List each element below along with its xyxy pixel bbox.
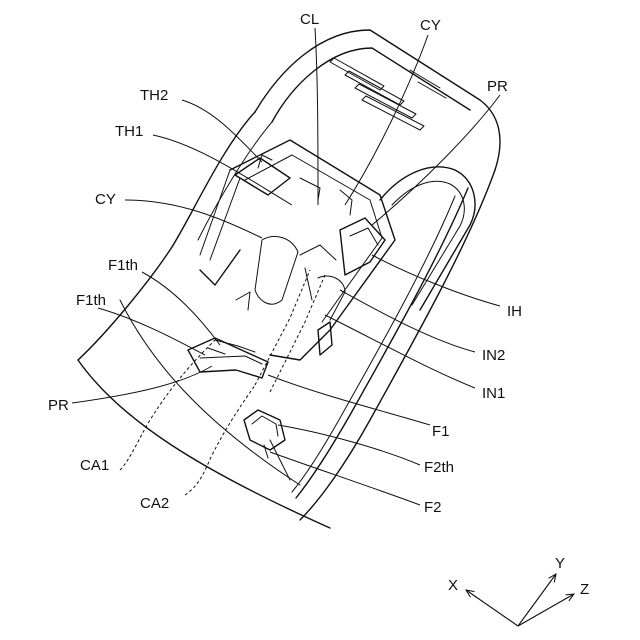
axis-z-label: Z — [580, 581, 589, 598]
device-housing — [78, 30, 500, 528]
leader-cy-top — [345, 35, 428, 205]
leader-f1th-lower — [98, 308, 205, 355]
label-ca2: CA2 — [140, 495, 169, 512]
label-th2: TH2 — [140, 87, 168, 104]
leader-f1th-upper — [142, 272, 220, 345]
label-ca1: CA1 — [80, 457, 109, 474]
label-th1: TH1 — [115, 123, 143, 140]
leader-in2 — [340, 290, 475, 352]
label-ih: IH — [507, 303, 522, 320]
label-cl: CL — [300, 11, 319, 28]
dashed-guides — [120, 270, 325, 495]
axis-x-label: X — [448, 577, 458, 594]
leader-cl — [315, 28, 318, 205]
leader-f2 — [270, 452, 420, 505]
leader-pr-left — [72, 366, 212, 403]
axis-y-label: Y — [555, 555, 565, 572]
axis-y-arrow — [518, 574, 556, 626]
leader-f2th — [278, 425, 420, 465]
label-f1: F1 — [432, 423, 450, 440]
label-f2: F2 — [424, 499, 442, 516]
label-in2: IN2 — [482, 347, 505, 364]
label-in1: IN1 — [482, 385, 505, 402]
label-cy-left: CY — [95, 191, 116, 208]
leader-cy-left — [125, 200, 262, 238]
label-f2th: F2th — [424, 459, 454, 476]
label-f1th-upper: F1th — [108, 257, 138, 274]
axis-z-arrow — [518, 594, 574, 626]
label-f1th-lower: F1th — [76, 292, 106, 309]
leader-th2 — [182, 100, 262, 162]
label-cy-top: CY — [420, 17, 441, 34]
axis-x-arrow — [466, 590, 518, 626]
label-pr-left: PR — [48, 397, 69, 414]
coordinate-axes: X Y Z — [448, 555, 589, 626]
label-pr-right: PR — [487, 78, 508, 95]
